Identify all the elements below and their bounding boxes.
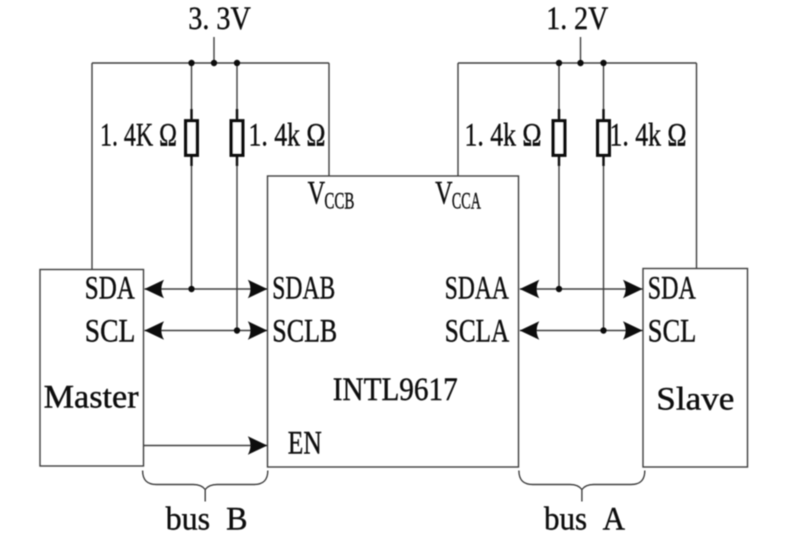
- svg-text:Slave: Slave: [656, 381, 734, 417]
- svg-text:EN: EN: [288, 426, 322, 462]
- svg-text:V: V: [308, 175, 326, 211]
- svg-text:SCL: SCL: [85, 312, 135, 349]
- svg-text:SCLB: SCLB: [272, 314, 337, 349]
- svg-text:3. 3V: 3. 3V: [188, 0, 251, 36]
- svg-text:SDAB: SDAB: [272, 271, 335, 306]
- svg-text:1. 2V: 1. 2V: [546, 0, 608, 36]
- svg-text:bus A: bus A: [544, 501, 625, 537]
- svg-text:1. 4K Ω: 1. 4K Ω: [100, 118, 177, 153]
- svg-text:V: V: [435, 175, 453, 211]
- svg-text:CCA: CCA: [452, 189, 481, 214]
- svg-text:1. 4k Ω: 1. 4k Ω: [465, 118, 542, 153]
- svg-text:1. 4k Ω: 1. 4k Ω: [249, 118, 326, 153]
- svg-text:SDA: SDA: [648, 271, 696, 306]
- svg-text:Master: Master: [44, 379, 139, 415]
- svg-text:bus B: bus B: [166, 500, 248, 536]
- svg-text:SCLA: SCLA: [445, 313, 509, 349]
- svg-text:INTL9617: INTL9617: [333, 371, 458, 408]
- svg-text:1. 4k Ω: 1. 4k Ω: [610, 118, 687, 153]
- svg-text:SCL: SCL: [648, 314, 696, 349]
- svg-text:SDA: SDA: [85, 271, 135, 307]
- svg-text:CCB: CCB: [324, 188, 354, 214]
- svg-text:SDAA: SDAA: [445, 271, 509, 307]
